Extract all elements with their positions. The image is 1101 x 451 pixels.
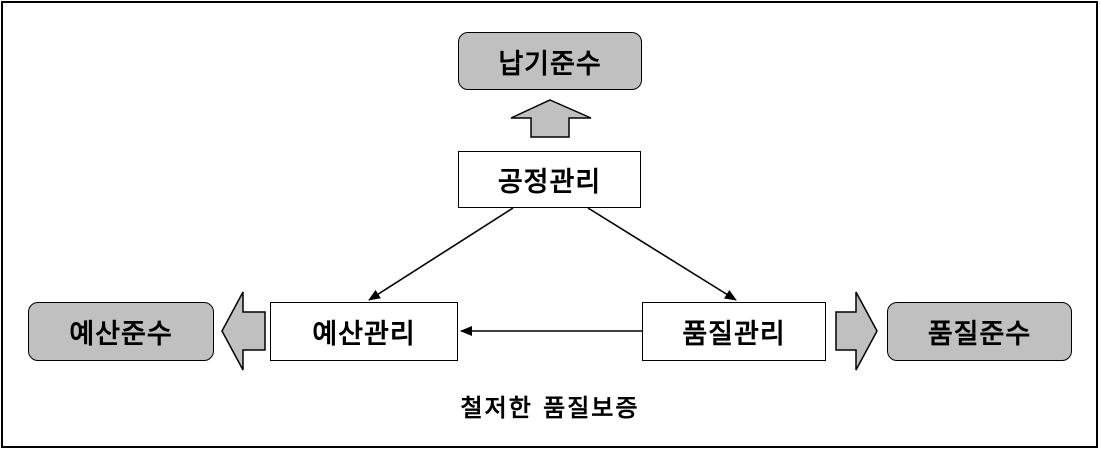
edge-schedule-to-budget [368,207,514,301]
node-quality-management: 품질관리 [642,302,826,361]
diagram-caption: 철저한 품질보증 [460,394,640,422]
node-schedule-management: 공정관리 [458,151,641,208]
node-budget-compliance: 예산준수 [28,302,214,361]
block-arrow-left [221,291,266,371]
node-budget-management: 예산관리 [270,302,458,361]
node-quality-compliance: 품질준수 [887,302,1072,361]
block-arrow-right [835,291,878,371]
node-delivery-compliance: 납기준수 [458,32,642,90]
edge-schedule-to-quality [587,207,737,301]
block-arrow-up [510,99,592,138]
